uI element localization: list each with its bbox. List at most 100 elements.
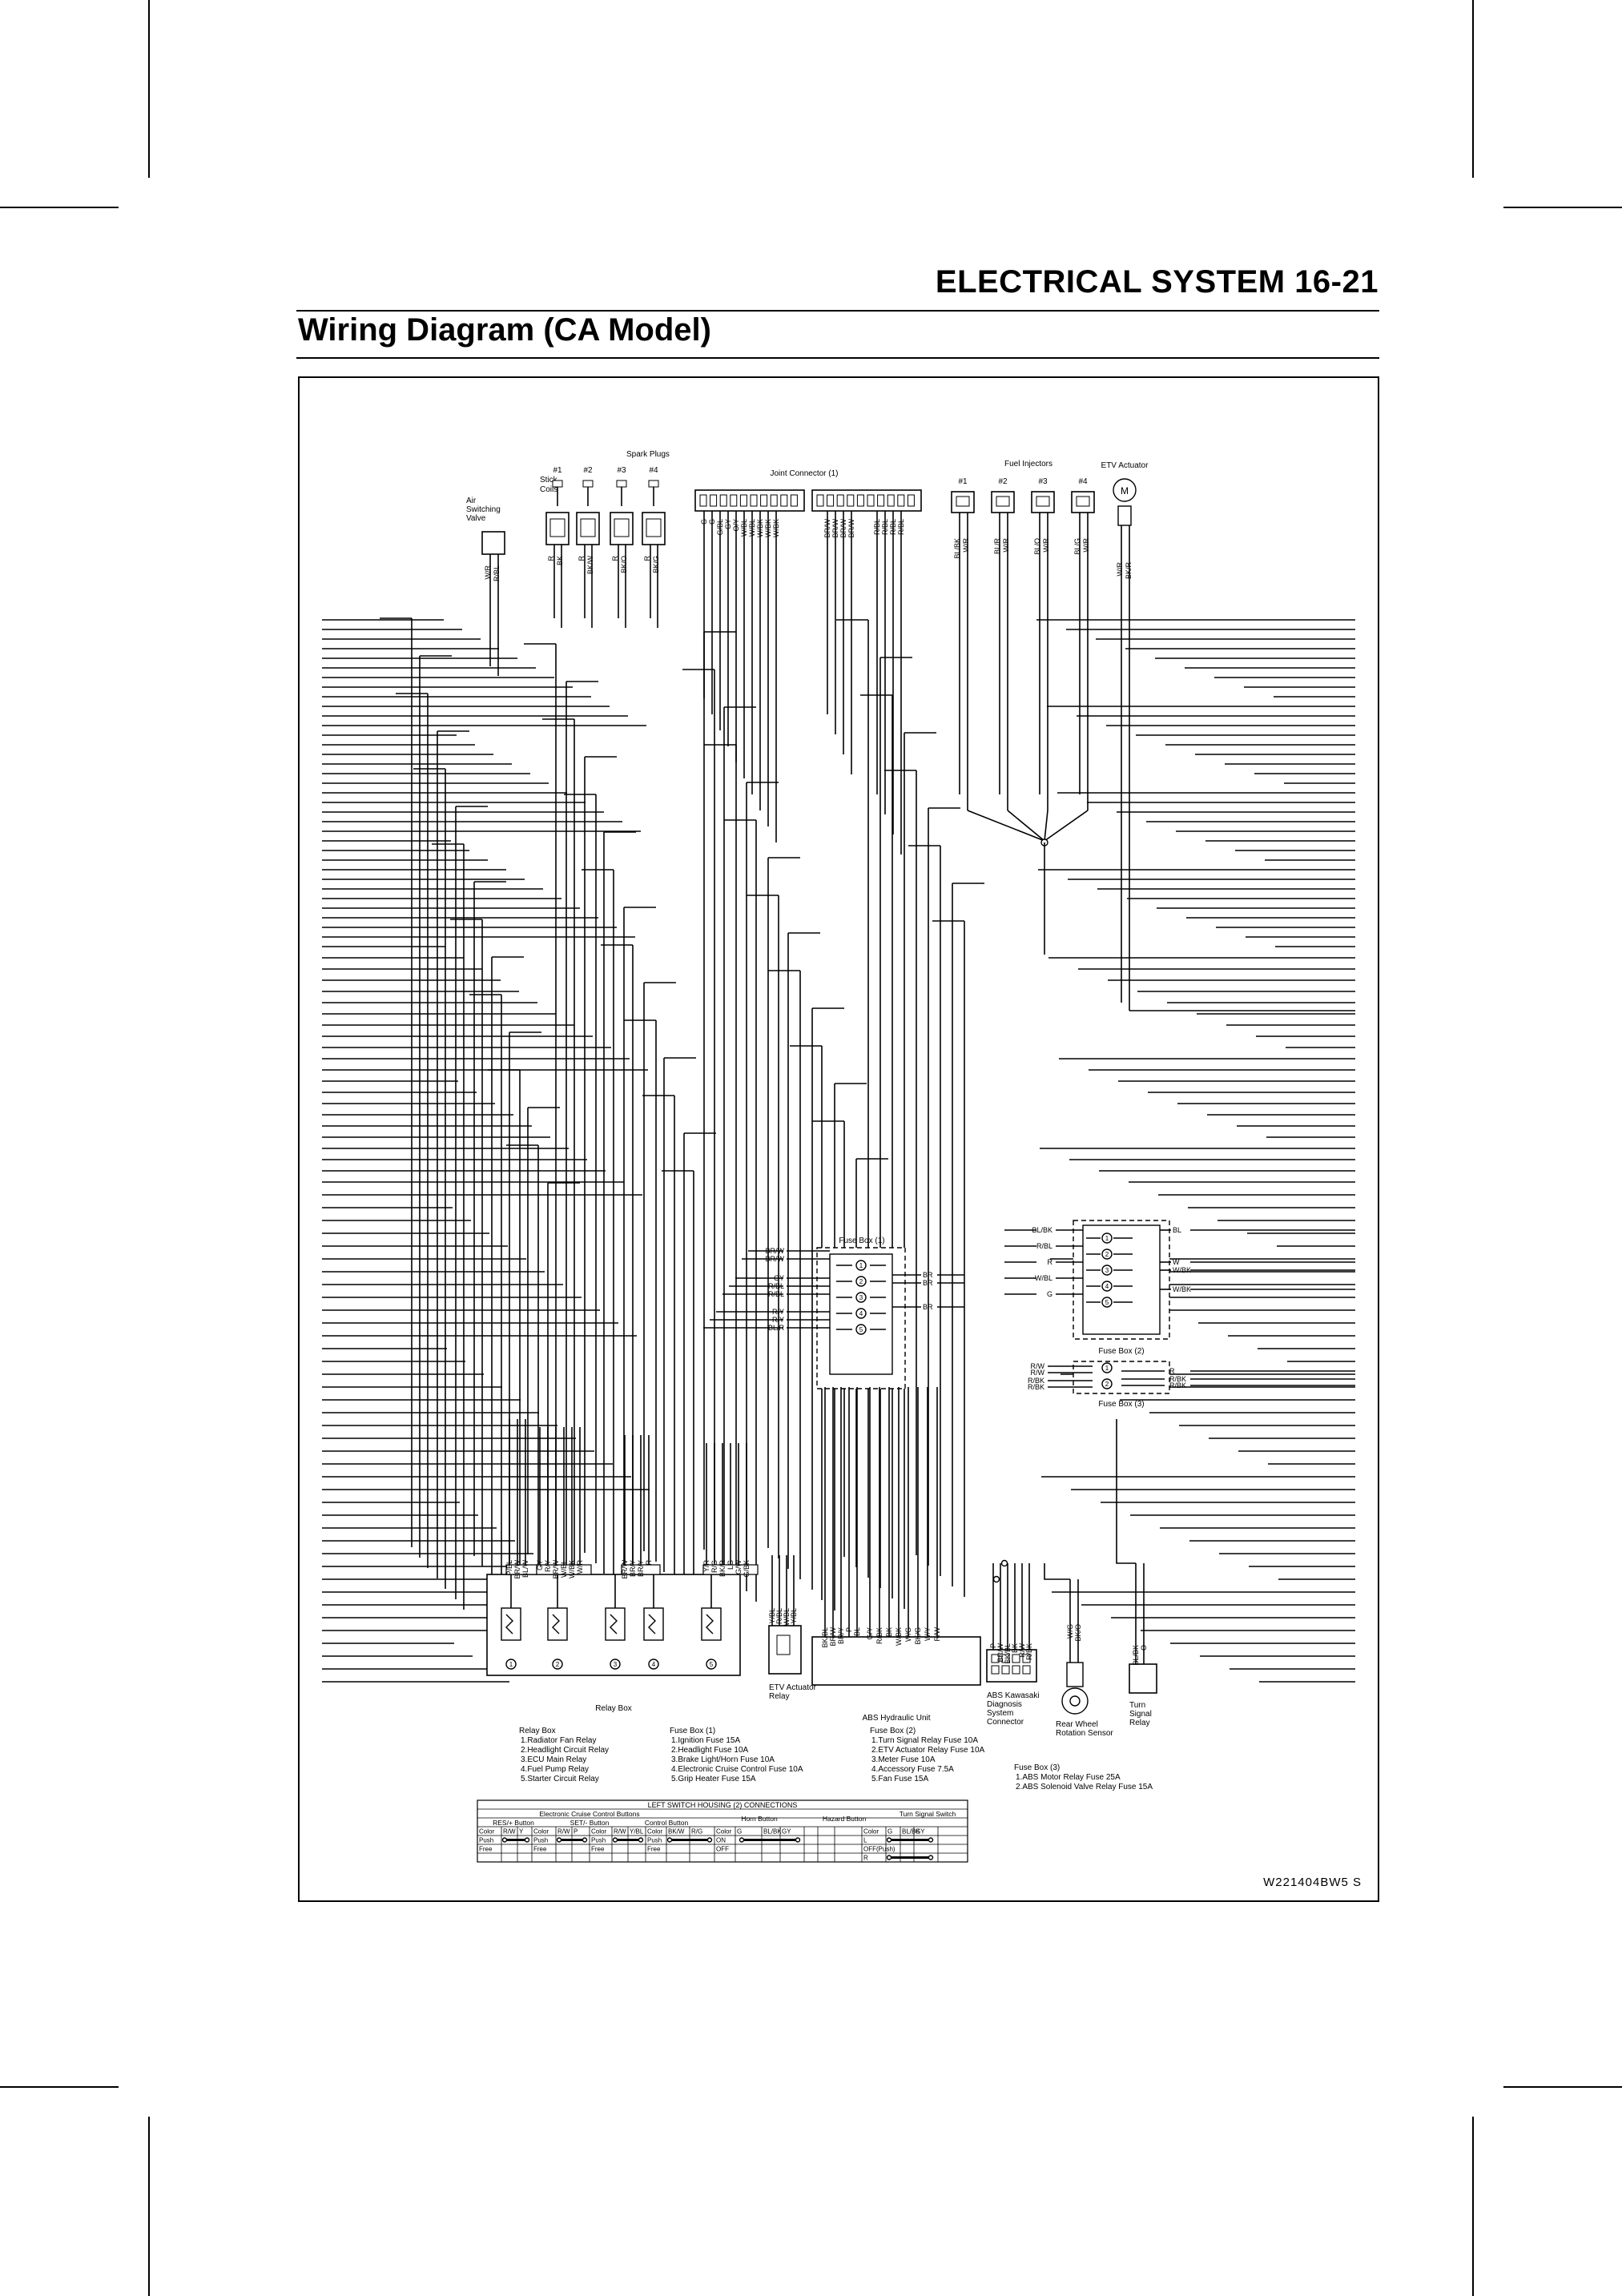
relay bbox=[501, 1607, 521, 1641]
stick-coils-label: Coils bbox=[540, 485, 557, 494]
legend-fuse-box-3-item: 2.ABS Solenoid Valve Relay Fuse 15A bbox=[1016, 1783, 1153, 1791]
fuse-marker bbox=[855, 1292, 867, 1303]
section-title: Wiring Diagram (CA Model) bbox=[298, 312, 711, 348]
wire-label: W/BK bbox=[568, 1560, 576, 1578]
crop-mark bbox=[1503, 2086, 1622, 2088]
table-cell: Free bbox=[533, 1846, 547, 1853]
spark-plug-icon bbox=[648, 480, 659, 488]
table-cell: R/G bbox=[691, 1828, 702, 1836]
connector-pin bbox=[780, 494, 788, 507]
spark-plugs-label: Spark Plugs bbox=[626, 450, 670, 459]
fuse-marker bbox=[1101, 1297, 1113, 1308]
connector-pin bbox=[907, 494, 915, 507]
abs-unit-label: ABS Hydraulic Unit bbox=[862, 1714, 930, 1723]
wire-label: R/G bbox=[710, 1560, 718, 1573]
abs-diag-label: Diagnosis bbox=[987, 1700, 1022, 1709]
table-cell: Color bbox=[863, 1828, 879, 1836]
switch-table-group: Electronic Cruise Control Buttons bbox=[539, 1810, 639, 1818]
wire-label: R/BK bbox=[1169, 1381, 1186, 1389]
connection-dot bbox=[706, 1837, 713, 1843]
wire-label: R/BK bbox=[1025, 1643, 1033, 1660]
table-cell: Push bbox=[479, 1837, 493, 1844]
wire-label: W/R bbox=[1002, 538, 1010, 553]
wire-label: W/BK bbox=[1173, 1266, 1191, 1274]
relay-number: 1 bbox=[509, 1661, 513, 1668]
legend-fuse-box-1-item: 5.Grip Heater Fuse 15A bbox=[671, 1775, 756, 1783]
wire-label: BR bbox=[923, 1303, 933, 1311]
table-cell: GY bbox=[782, 1828, 791, 1836]
table-cell: OFF bbox=[716, 1846, 729, 1853]
connection-dot bbox=[886, 1837, 892, 1843]
wire-label: BL/R bbox=[993, 538, 1001, 555]
wire-label: R bbox=[578, 556, 586, 561]
relay-number-marker bbox=[648, 1659, 659, 1670]
wire-label: R/BK bbox=[1169, 1375, 1186, 1383]
wire-label: R/Y bbox=[544, 1560, 552, 1572]
connector-pin bbox=[790, 494, 798, 507]
connector-pin bbox=[1012, 1665, 1020, 1675]
fuse-box-2-inner bbox=[1082, 1224, 1161, 1335]
etv-connector bbox=[1117, 505, 1132, 526]
relay-number-marker bbox=[706, 1659, 717, 1670]
legend-fuse-box-2-item: 4.Accessory Fuse 7.5A bbox=[871, 1765, 954, 1774]
fuse-number: 1 bbox=[859, 1262, 863, 1269]
wire-label: R/W bbox=[1031, 1362, 1045, 1370]
fuse-number: 1 bbox=[1105, 1235, 1109, 1242]
relay-number: 2 bbox=[556, 1661, 560, 1668]
wire-label: BK/G bbox=[652, 556, 660, 573]
wire-label: BR bbox=[923, 1279, 933, 1287]
fuse-marker bbox=[855, 1308, 867, 1319]
etv-actuator-label: ETV Actuator bbox=[1101, 461, 1149, 470]
crop-mark bbox=[0, 2086, 119, 2088]
connector-pin bbox=[867, 494, 875, 507]
coil-body bbox=[646, 518, 662, 537]
wire-label: G bbox=[1047, 1290, 1052, 1298]
wire-label: W/BL bbox=[560, 1560, 568, 1578]
injector-common bbox=[1007, 810, 1045, 842]
wire-label: BK/O bbox=[620, 556, 628, 573]
etv-motor bbox=[1113, 478, 1137, 502]
sensor-label: Rear Wheel bbox=[1056, 1720, 1098, 1729]
connector-pin bbox=[710, 494, 718, 507]
crop-mark bbox=[148, 0, 150, 178]
connector-pin bbox=[991, 1665, 1000, 1675]
relay-number: 5 bbox=[710, 1661, 714, 1668]
relay bbox=[643, 1607, 664, 1641]
injector-common bbox=[967, 810, 1045, 842]
table-cell: Free bbox=[647, 1846, 661, 1853]
fuse-marker bbox=[1101, 1281, 1113, 1292]
air-switching-valve bbox=[481, 531, 505, 555]
connector-pin bbox=[1001, 1654, 1010, 1663]
wire-label: W/BK bbox=[1173, 1285, 1191, 1293]
relay-coil bbox=[706, 1614, 714, 1635]
fuse-marker bbox=[855, 1324, 867, 1335]
turn-relay-label: Relay bbox=[1129, 1719, 1150, 1727]
connection-dot bbox=[556, 1837, 562, 1843]
wire-label: BL bbox=[1173, 1226, 1181, 1234]
wire-label: BL/G bbox=[1073, 538, 1081, 555]
connector-pin bbox=[877, 494, 885, 507]
wire-label: Y/R bbox=[702, 1560, 710, 1573]
wire-label: R bbox=[1169, 1367, 1175, 1375]
wire-label: W/R bbox=[576, 1560, 584, 1574]
fuse-number: 4 bbox=[1105, 1283, 1109, 1290]
wire-label: R/BL bbox=[1036, 1242, 1052, 1250]
fuse-marker bbox=[1101, 1378, 1113, 1389]
fuse-number: 5 bbox=[1105, 1299, 1109, 1306]
switch-table-horn: Horn Button bbox=[741, 1815, 778, 1823]
spark-plug-icon bbox=[552, 480, 563, 488]
connector-pin bbox=[739, 494, 747, 507]
wire-label: BL/W bbox=[521, 1560, 529, 1578]
injector-common bbox=[1044, 810, 1089, 842]
fuel-injectors-label: Fuel Injectors bbox=[1004, 460, 1052, 468]
relay bbox=[605, 1607, 626, 1641]
connection-dot bbox=[795, 1837, 801, 1843]
wire-node bbox=[992, 1575, 1000, 1583]
wire-label: BK/R bbox=[718, 1560, 726, 1578]
coil-number: #3 bbox=[617, 466, 626, 475]
coil-body bbox=[614, 518, 630, 537]
abs-hydraulic-unit bbox=[811, 1636, 981, 1686]
wire-label: R bbox=[1048, 1258, 1053, 1266]
fuse-number: 2 bbox=[1105, 1251, 1109, 1258]
fuse-number: 4 bbox=[859, 1310, 863, 1317]
